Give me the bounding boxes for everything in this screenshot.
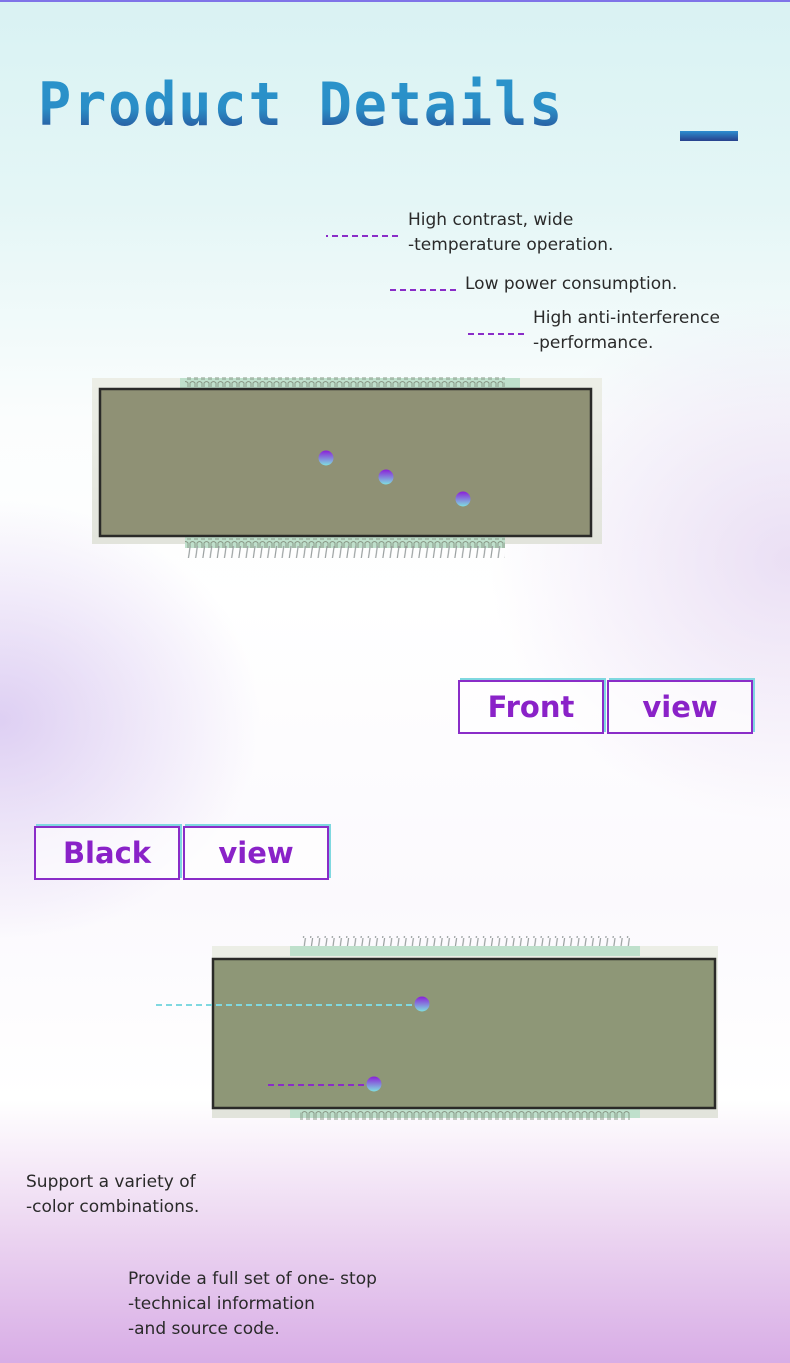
callout-dot (378, 469, 394, 485)
callout-color-combinations: Support a variety of -color combinations… (26, 1170, 199, 1220)
callout-line: -and source code. (128, 1319, 280, 1339)
callout-line: Support a variety of (26, 1172, 196, 1192)
lcd-front-image (92, 377, 602, 558)
title-accent-bar (680, 131, 738, 141)
lcd-back-image (211, 936, 718, 1120)
callout-technical-info: Provide a full set of one- stop -technic… (128, 1267, 377, 1342)
callout-dot (414, 996, 430, 1012)
callout-line: -color combinations. (26, 1197, 200, 1217)
callout-line: -performance. (533, 333, 654, 353)
callout-line: -temperature operation. (408, 235, 614, 255)
callout-line: -technical information (128, 1294, 315, 1314)
callout-line: High anti-interference (533, 308, 720, 328)
view-label: view (607, 680, 753, 734)
callout-dot (318, 450, 334, 466)
front-label: Front (458, 680, 604, 734)
callout-line: Low power consumption. (465, 274, 678, 294)
page-title: Product Details (38, 70, 565, 140)
callout-anti-interference: High anti-interference -performance. (533, 306, 720, 356)
view-label: view (183, 826, 329, 880)
callout-line: Provide a full set of one- stop (128, 1269, 377, 1289)
callout-dot (455, 491, 471, 507)
black-label: Black (34, 826, 180, 880)
top-border (0, 0, 790, 2)
callout-line: High contrast, wide (408, 210, 574, 230)
front-callout-lines (151, 235, 524, 1265)
callout-high-contrast: High contrast, wide -temperature operati… (408, 208, 613, 258)
callout-dot (366, 1076, 382, 1092)
callout-low-power: Low power consumption. (465, 272, 677, 297)
